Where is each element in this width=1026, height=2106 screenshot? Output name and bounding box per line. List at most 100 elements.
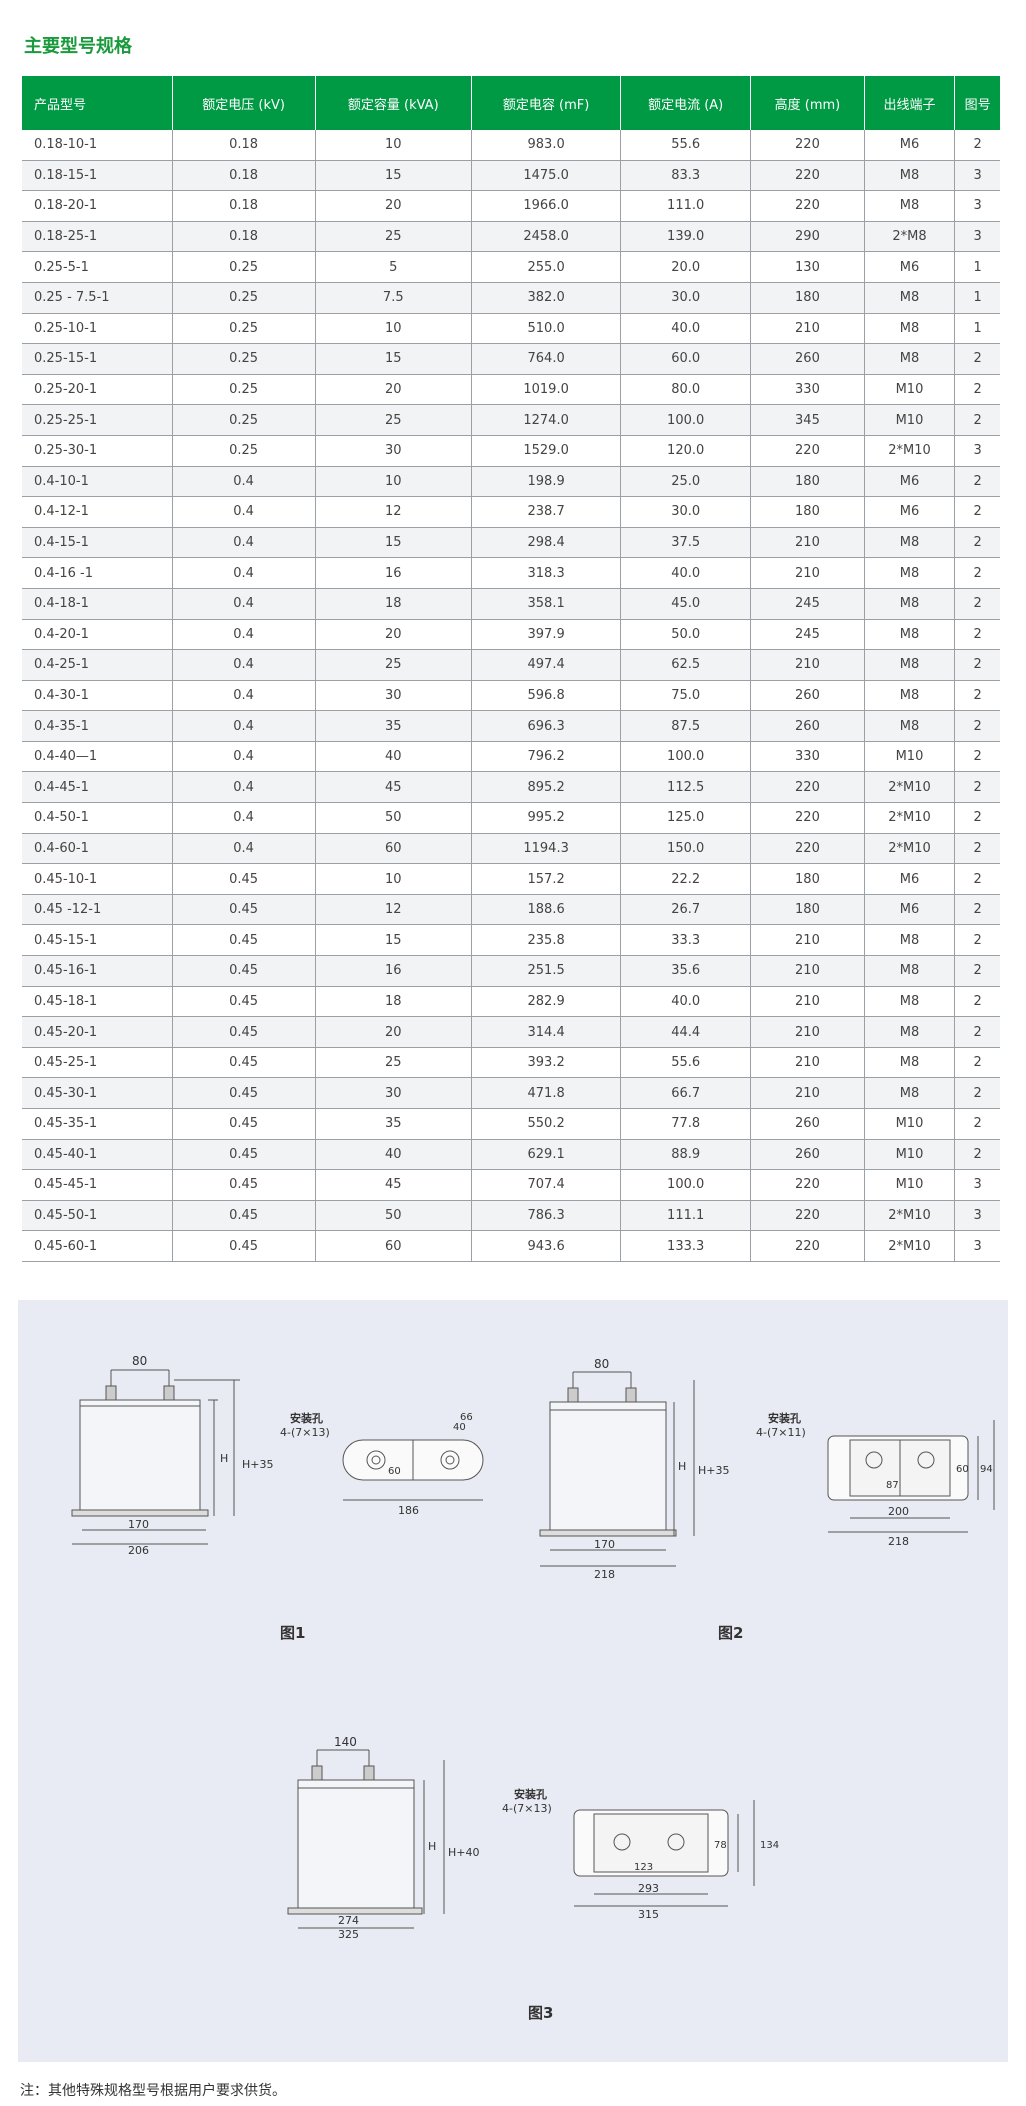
table-cell: 2: [954, 404, 1000, 436]
table-header-cell: 高度 (mm): [750, 76, 865, 130]
table-cell: 0.4: [172, 588, 316, 620]
table-cell: 16: [315, 955, 473, 987]
table-cell: 220: [750, 130, 865, 161]
table-cell: 130: [750, 251, 865, 283]
fig1-hole-label: 安装孔: [290, 1411, 323, 1425]
table-cell: 282.9: [471, 986, 622, 1018]
fig3-plan-inner-w: 293: [638, 1882, 659, 1895]
table-cell: 298.4: [471, 527, 622, 559]
fig2-plan-outer-w: 218: [888, 1535, 909, 1548]
table-cell: 10: [315, 466, 473, 498]
table-cell: 3: [954, 1169, 1000, 1201]
table-cell: 25: [315, 221, 473, 253]
table-cell: 0.4: [172, 680, 316, 712]
table-cell: 210: [750, 527, 865, 559]
table-cell: 33.3: [620, 924, 752, 957]
table-cell: 0.45: [172, 955, 316, 987]
table-cell: 0.45-50-1: [22, 1200, 173, 1232]
table-cell: 210: [750, 1077, 865, 1109]
table-cell: 1: [954, 251, 1000, 283]
table-cell: 188.6: [471, 894, 622, 926]
fig3-plan-center: 123: [634, 1862, 653, 1873]
table-cell: 22.2: [620, 863, 752, 895]
table-cell: 220: [750, 435, 865, 467]
footnote: 注：其他特殊规格型号根据用户要求供货。: [20, 2083, 286, 2099]
table-cell: 510.0: [471, 313, 622, 345]
table-cell: 20.0: [620, 251, 752, 283]
table-cell: 2: [954, 1016, 1000, 1048]
table-cell: 220: [750, 771, 865, 804]
fig2-hole-spec: 4-(7×11): [756, 1426, 806, 1439]
table-cell: 220: [750, 1169, 865, 1201]
fig3-base-outer: 325: [338, 1928, 359, 1940]
table-cell: 220: [750, 1230, 865, 1262]
fig2-plan-inner-h: 60: [956, 1464, 969, 1475]
table-cell: 40: [315, 741, 473, 773]
table-cell: 25: [315, 404, 473, 436]
table-cell: 0.4: [172, 802, 316, 834]
table-header-row: 产品型号额定电压 (kV)额定容量 (kVA)额定电容 (mF)额定电流 (A)…: [22, 76, 1000, 130]
table-cell: 20: [315, 190, 473, 222]
table-cell: M8: [864, 313, 956, 345]
table-cell: 16: [315, 557, 473, 589]
table-cell: 0.45-18-1: [22, 986, 173, 1018]
table-cell: 30.0: [620, 282, 752, 314]
fig2-plan-outer-h: 94: [980, 1464, 993, 1475]
table-cell: 2*M8: [864, 221, 956, 253]
table-cell: M8: [864, 986, 956, 1018]
table-cell: M8: [864, 1016, 956, 1048]
table-cell: 1274.0: [471, 404, 622, 436]
figure-2-drawing: 80 H H+35 170 218 安装孔 4-(7×11) 87 200 21…: [539, 1357, 995, 1580]
table-cell: M8: [864, 160, 956, 192]
table-cell: 260: [750, 1139, 865, 1171]
table-cell: M6: [864, 863, 956, 895]
fig2-base-inner: 170: [594, 1538, 615, 1551]
table-cell: M6: [864, 894, 956, 926]
table-cell: 12: [315, 894, 473, 926]
table-cell: 2: [954, 710, 1000, 742]
table-cell: 2: [954, 527, 1000, 559]
fig1-hole-spec: 4-(7×13): [280, 1426, 330, 1439]
table-cell: 2*M10: [864, 833, 956, 865]
table-cell: 2: [954, 130, 1000, 161]
table-header-cell: 额定电流 (A): [620, 76, 752, 130]
table-cell: 30.0: [620, 496, 752, 528]
table-cell: 100.0: [620, 741, 752, 773]
table-cell: 696.3: [471, 710, 622, 742]
table-cell: 0.4-30-1: [22, 680, 173, 712]
table-cell: 290: [750, 221, 865, 253]
table-cell: M6: [864, 496, 956, 528]
table-cell: 0.45-16-1: [22, 955, 173, 987]
table-cell: 40.0: [620, 313, 752, 345]
table-cell: 20: [315, 1016, 473, 1048]
table-cell: 1194.3: [471, 833, 622, 865]
table-cell: 2: [954, 1139, 1000, 1171]
table-cell: 2*M10: [864, 1200, 956, 1232]
table-cell: 20: [315, 374, 473, 406]
table-cell: 1529.0: [471, 435, 622, 467]
fig1-base-outer: 206: [128, 1544, 149, 1557]
table-cell: M10: [864, 1139, 956, 1171]
table-cell: 87.5: [620, 710, 752, 742]
table-cell: 0.45-25-1: [22, 1047, 173, 1079]
table-cell: 1019.0: [471, 374, 622, 406]
table-cell: 2: [954, 986, 1000, 1018]
table-cell: 0.25-25-1: [22, 404, 173, 436]
table-cell: M10: [864, 741, 956, 773]
table-cell: 1475.0: [471, 160, 622, 192]
table-cell: 2: [954, 557, 1000, 589]
table-cell: 345: [750, 404, 865, 436]
table-cell: M10: [864, 1108, 956, 1140]
table-cell: 397.9: [471, 619, 622, 651]
figure-2-caption: 图2: [718, 1624, 744, 1642]
